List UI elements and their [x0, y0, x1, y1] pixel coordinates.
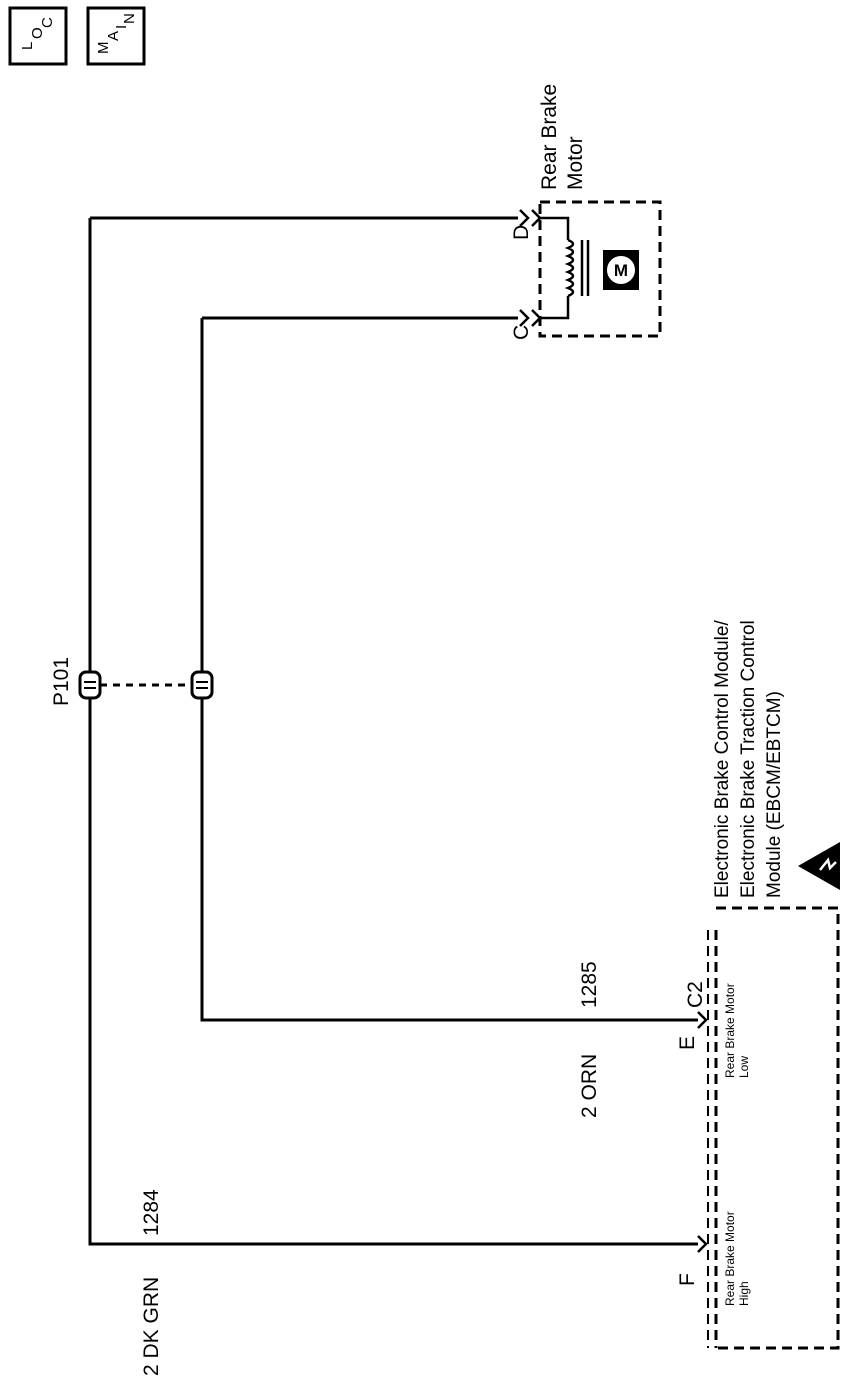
wire-1285-orn	[200, 318, 698, 1022]
wire-1284-color: 2 DK GRN	[140, 1277, 163, 1376]
low-pin-desc-line2: Low	[737, 1056, 751, 1078]
loc-tag: L O C	[8, 6, 68, 66]
ebcm-module	[697, 906, 840, 1350]
motor-title-line1: Rear Brake	[538, 84, 561, 190]
pin-c-label: C	[510, 325, 533, 340]
wire-1285-color: 2 ORN	[578, 1054, 601, 1118]
svg-text:I: I	[113, 25, 130, 29]
wire-1285-circuit: 1285	[578, 961, 601, 1008]
pin-d-label: D	[510, 225, 533, 240]
rear-brake-motor: M	[519, 200, 662, 338]
module-title-line3: Module (EBCM/EBTCM)	[764, 691, 785, 898]
pin-e-label: E	[676, 1036, 699, 1050]
pin-f-connector	[697, 1235, 708, 1253]
connector-c2-label: C2	[684, 981, 707, 1008]
svg-text:C: C	[39, 17, 56, 28]
splice-label: P101	[50, 657, 73, 706]
module-title-line1: Electronic Brake Control Module/	[712, 620, 733, 898]
wires	[88, 216, 698, 1246]
main-tag: M A I N	[86, 6, 146, 66]
motor-icon	[605, 254, 637, 286]
svg-text:L: L	[19, 42, 36, 50]
splice-p101	[78, 670, 214, 700]
high-pin-desc-line1: Rear Brake Motor	[723, 1211, 737, 1306]
motor-coil	[564, 238, 575, 298]
pin-d-connector	[519, 209, 530, 227]
wire-1284-dk-grn	[88, 218, 698, 1246]
svg-text:M: M	[95, 42, 112, 55]
svg-text:M: M	[614, 261, 628, 280]
esd-warning-icon	[798, 842, 840, 890]
low-pin-desc-line1: Rear Brake Motor	[723, 983, 737, 1078]
module-title-line2: Electronic Brake Traction Control	[738, 620, 759, 898]
svg-text:O: O	[29, 27, 46, 39]
motor-title-line2: Motor	[564, 136, 587, 190]
wire-1284-circuit: 1284	[140, 1189, 163, 1236]
svg-text:A: A	[105, 31, 122, 41]
pin-f-label: F	[676, 1273, 699, 1286]
pin-e-connector	[697, 1011, 708, 1029]
svg-text:N: N	[121, 13, 138, 24]
high-pin-desc-line2: High	[737, 1281, 751, 1306]
pin-c-connector	[519, 309, 530, 327]
